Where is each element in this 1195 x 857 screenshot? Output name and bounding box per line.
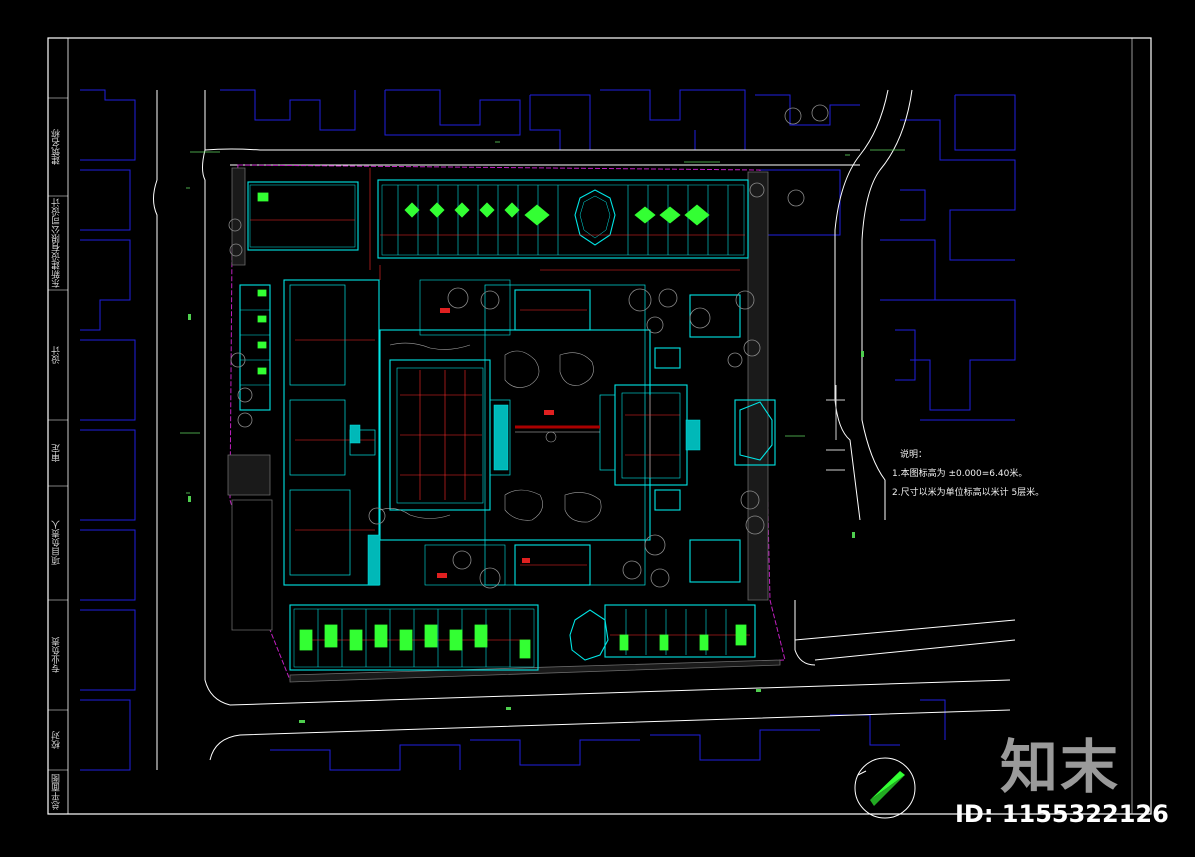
perimeter-planting — [227, 167, 781, 683]
notes-line-1: 1.本图标高为 ±0.000=6.40米。 — [892, 469, 1028, 479]
title-cell-7: 校对 — [52, 731, 62, 749]
watermark-logo: 知末 — [1000, 733, 1121, 801]
title-cell-1: 建筑名称 — [52, 129, 62, 165]
landscape-features — [257, 192, 747, 659]
title-block-dividers — [48, 97, 68, 771]
stairs — [349, 404, 701, 586]
structural-grid — [250, 168, 750, 641]
entry-marks — [437, 308, 554, 578]
garden-paths — [379, 342, 602, 523]
notes-line-2: 2.尺寸以米为单位标高以米计 5层米。 — [892, 488, 1045, 498]
title-cell-6: 专业负责 — [52, 637, 62, 673]
title-cell-4: 审定 — [52, 444, 62, 462]
roads — [153, 89, 1016, 770]
south-row-buildings — [289, 604, 756, 671]
context-buildings — [80, 89, 1016, 771]
title-cell-8: 总平面图 — [52, 774, 62, 810]
inner-frame — [67, 37, 1152, 815]
notes-heading: 说明： — [900, 450, 928, 460]
trees — [228, 104, 829, 589]
title-cell-5: 项目负责人 — [52, 520, 62, 566]
north-row-buildings — [247, 179, 749, 259]
title-cell-3: 设计 — [52, 346, 62, 364]
drawing-notes: 说明： 1.本图标高为 ±0.000=6.40米。 2.尺寸以米为单位标高以米计… — [892, 446, 1044, 503]
west-wing — [239, 279, 380, 586]
street-label-marks — [188, 314, 864, 723]
north-arrow-icon — [854, 757, 916, 819]
annotation-marks — [180, 141, 905, 494]
title-cell-2: 东新建设有限公司设计 — [52, 198, 62, 288]
central-complex — [379, 279, 688, 586]
watermark-id: ID: 1155322126 — [955, 800, 1169, 828]
